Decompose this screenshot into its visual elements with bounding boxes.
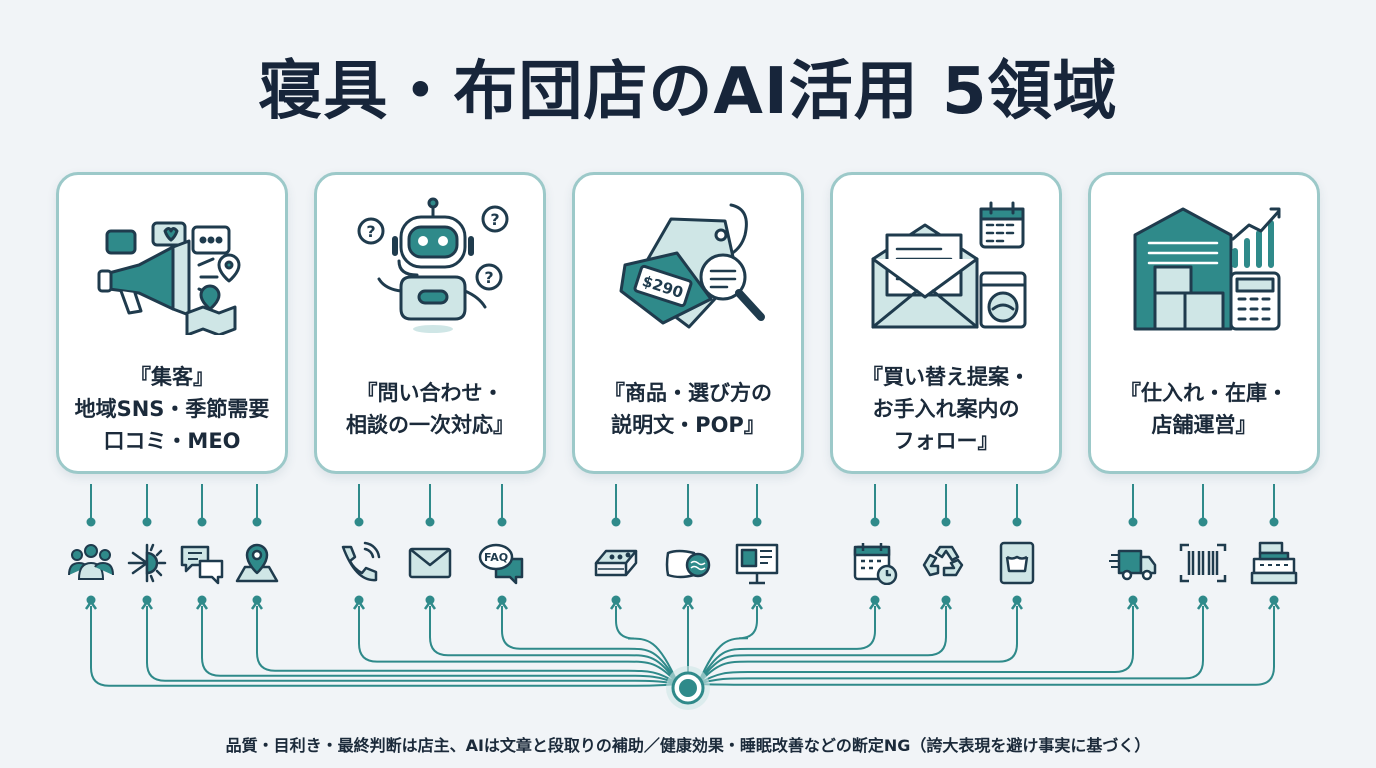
chatbot-robot-icon: ? ? ?: [357, 197, 509, 333]
connector-dot: [497, 517, 507, 527]
pop-board-icon: [735, 543, 779, 585]
arrow-head: [140, 599, 154, 610]
arrow-head: [681, 599, 695, 610]
svg-text:?: ?: [490, 210, 499, 229]
hub-connector-path: [90, 606, 679, 687]
card-product-description: $290 『商品・選び方の 説明文・POP』: [572, 172, 804, 474]
hub-connector-path: [697, 606, 1134, 685]
hub-connector-path: [429, 606, 679, 685]
card-followup: 『買い替え提案・ お手入れ案内の フォロー』: [830, 172, 1062, 474]
phone-icon: [341, 541, 381, 582]
connector-dot: [1012, 517, 1022, 527]
connector-dot: [425, 517, 435, 527]
hub-connector-path: [256, 606, 679, 685]
connector-dot: [1198, 517, 1208, 527]
mail-calendar-washer-icon: [871, 201, 1027, 329]
envelope-icon: [408, 547, 452, 579]
warehouse-calculator-icon: [1133, 207, 1281, 331]
arrow-head: [1126, 599, 1140, 610]
card-label: 『問い合わせ・ 相談の一次対応』: [346, 381, 514, 437]
price-tag-magnifier-icon: $290: [619, 203, 765, 329]
card-label: 『買い替え提案・ お手入れ案内の フォロー』: [862, 365, 1030, 453]
card-inquiry: ? ? ? 『問い合わせ・ 相談の一次対応』: [314, 172, 546, 474]
arrow-head: [84, 599, 98, 610]
megaphone-social-icon: [97, 221, 241, 335]
hub-connector-path: [615, 606, 679, 685]
hub-center: [679, 679, 697, 697]
arrow-head: [1010, 599, 1024, 610]
card-label: 『商品・選び方の 説明文・POP』: [604, 381, 772, 437]
arrow-head: [352, 599, 366, 610]
connector-dot: [752, 517, 762, 527]
arrow-head: [423, 599, 437, 610]
faq-bubble-icon: FAQ: [478, 543, 524, 585]
page-title: 寝具・布団店のAI活用 5領域: [258, 55, 1118, 129]
arrow-head: [195, 599, 209, 610]
connector-dot: [870, 517, 880, 527]
hub-connector-path: [697, 606, 876, 685]
connector-dot: [1269, 517, 1279, 527]
hub-connector-path: [697, 606, 1018, 685]
hub-connector-path: [697, 606, 1204, 685]
arrow-head: [939, 599, 953, 610]
people-group-icon: [68, 544, 114, 580]
connector-dot: [86, 517, 96, 527]
arrow-head: [1267, 599, 1281, 610]
calendar-clock-icon: [853, 543, 898, 585]
hub-connector-path: [697, 606, 947, 685]
review-chat-icon: [180, 545, 224, 585]
svg-text:?: ?: [366, 222, 375, 241]
arrow-head: [609, 599, 623, 610]
connector-dot: [683, 517, 693, 527]
connector-dot: [354, 517, 364, 527]
connector-dot: [142, 517, 152, 527]
card-operations: 『仕入れ・在庫・ 店舗運営』: [1088, 172, 1320, 474]
connector-dot: [941, 517, 951, 527]
hub-connector-path: [358, 606, 679, 685]
hub-connector-path: [501, 606, 679, 685]
hub-connector-path: [697, 606, 758, 685]
cash-register-icon: [1250, 541, 1298, 585]
connector-dot: [197, 517, 207, 527]
card-label: 『集客』 地域SNS・季節需要 口コミ・MEO: [74, 365, 270, 453]
season-sun-snow-icon: [127, 543, 167, 583]
map-pin-icon: [235, 543, 279, 583]
hub-connector-path: [146, 606, 679, 685]
arrow-head: [495, 599, 509, 610]
connector-dot: [1128, 517, 1138, 527]
arrow-head: [250, 599, 264, 610]
arrow-head: [868, 599, 882, 610]
svg-text:?: ?: [484, 268, 493, 287]
hub-connector-path: [201, 606, 679, 685]
mattress-icon: [594, 549, 638, 577]
connector-dot: [252, 517, 262, 527]
card-label: 『仕入れ・在庫・ 店舗運営』: [1120, 381, 1288, 437]
delivery-truck-icon: [1109, 549, 1157, 581]
pillow-icon: [665, 549, 711, 579]
barcode-icon: [1179, 543, 1227, 583]
wash-care-tag-icon: [999, 541, 1035, 585]
arrow-head: [1196, 599, 1210, 610]
card-marketing: 『集客』 地域SNS・季節需要 口コミ・MEO: [56, 172, 288, 474]
footer-note: 品質・目利き・最終判断は店主、AIは文章と段取りの補助／健康効果・睡眠改善などの…: [225, 736, 1151, 755]
hub-connector-path: [697, 606, 1275, 686]
recycle-icon: [922, 545, 964, 577]
connector-dot: [611, 517, 621, 527]
arrow-head: [750, 599, 764, 610]
svg-text:FAQ: FAQ: [484, 551, 508, 564]
